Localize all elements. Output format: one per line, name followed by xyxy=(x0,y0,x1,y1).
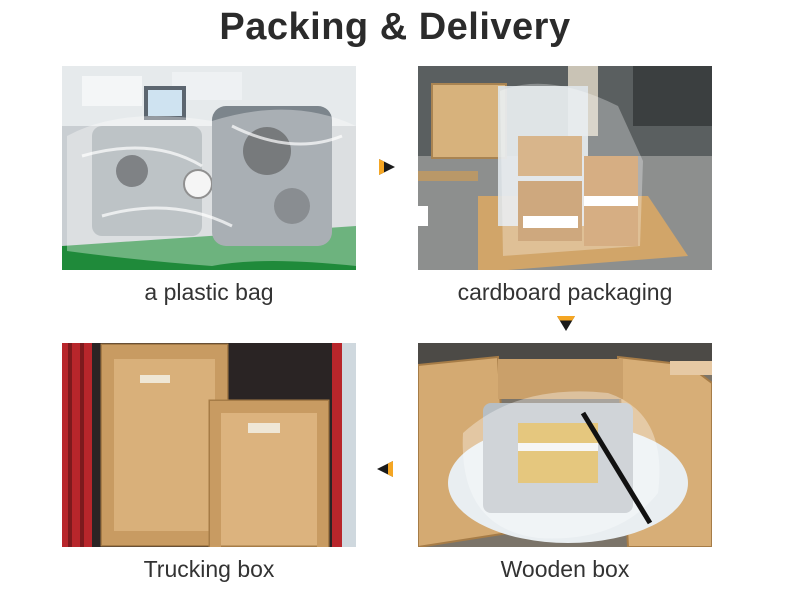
photo-trucking-box xyxy=(62,343,356,547)
triangle-down-icon xyxy=(557,316,575,331)
caption-cardboard-packaging: cardboard packaging xyxy=(457,279,673,305)
page-title: Packing & Delivery xyxy=(219,6,571,48)
caption-plastic-bag: a plastic bag xyxy=(144,279,274,305)
photo-wooden-box xyxy=(418,343,712,547)
triangle-right-icon xyxy=(379,159,395,175)
triangle-left-icon xyxy=(377,461,393,477)
photo-cardboard-packaging xyxy=(418,66,712,270)
photo-plastic-bag xyxy=(62,66,356,270)
caption-wooden-box: Wooden box xyxy=(500,556,630,582)
caption-trucking-box: Trucking box xyxy=(143,556,275,582)
